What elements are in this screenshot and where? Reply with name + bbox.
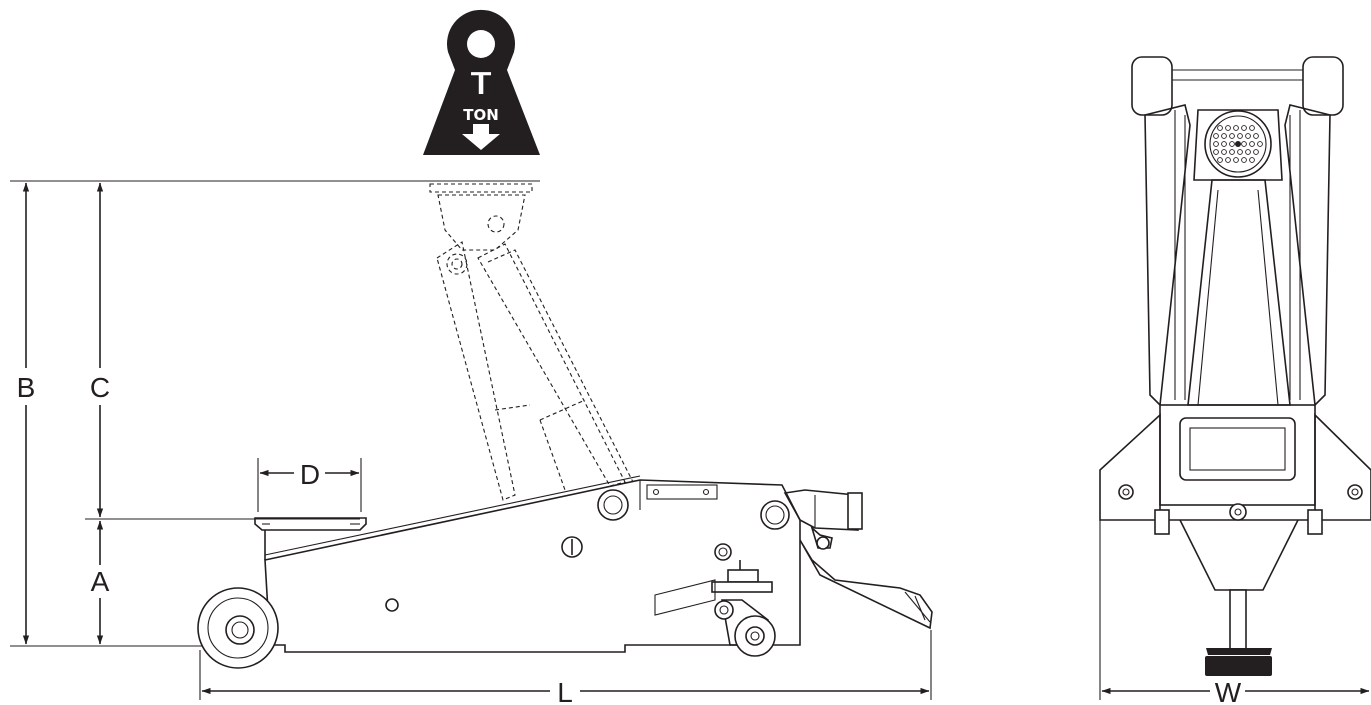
weight-icon xyxy=(423,9,540,156)
floor-jack-side-view xyxy=(197,183,933,669)
left-front-wheel xyxy=(1131,56,1173,116)
dimension-label-w: W xyxy=(1215,677,1242,705)
dimension-label-a: A xyxy=(91,566,110,597)
floor-jack-front-view xyxy=(1099,56,1371,676)
rear-caster xyxy=(654,560,776,657)
right-front-wheel xyxy=(1302,56,1344,116)
dimension-label-c: C xyxy=(90,372,110,403)
front-caster xyxy=(1205,589,1272,676)
dimension-label-d: D xyxy=(300,459,320,490)
down-arrow-icon xyxy=(462,124,500,150)
front-wheel xyxy=(197,587,279,669)
ton-weight-badge: T TON xyxy=(423,9,540,156)
saddle-pad xyxy=(1193,109,1283,181)
badge-unit: TON xyxy=(463,106,499,124)
side-view-dimensions: B C A D L xyxy=(10,180,932,705)
front-view-dimensions: W xyxy=(1099,520,1370,705)
foot-pedal xyxy=(799,539,933,630)
jack-chassis xyxy=(264,475,801,653)
badge-letter: T xyxy=(470,65,492,103)
raised-lift-arm xyxy=(429,183,634,501)
handle-socket xyxy=(783,489,863,550)
dimension-label-l: L xyxy=(557,677,573,705)
dimension-label-b: B xyxy=(17,372,36,403)
